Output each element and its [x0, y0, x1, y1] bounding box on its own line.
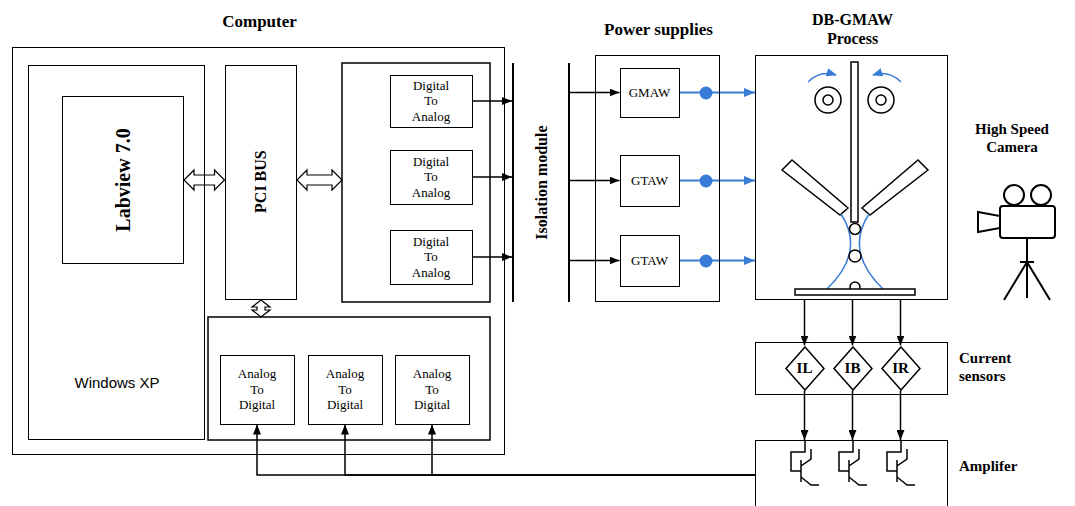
supply-box: GMAW [620, 68, 680, 118]
transistor-symbol [791, 440, 915, 485]
box-label: IL [797, 359, 813, 377]
bus-arrow [252, 300, 270, 317]
adc-box: Analog To Digital [308, 355, 383, 425]
dac-box: Digital To Analog [390, 75, 473, 128]
box-heading: Amplifer [959, 457, 1049, 475]
bus-arrow [297, 170, 342, 190]
connector [852, 391, 854, 441]
isolation-band: Isolation module [512, 63, 570, 302]
connector [804, 300, 806, 346]
box-label: Analog To Digital [231, 366, 283, 413]
connector [900, 391, 902, 441]
box-label: PCI BUS [251, 151, 270, 214]
box-label: Digital To Analog [405, 78, 457, 125]
dac-box: Digital To Analog [390, 150, 473, 205]
box-heading: DB-GMAW Process [794, 10, 911, 48]
connector [680, 260, 756, 262]
power-supply-box: Power suppliesGMAWGTAWGTAW [595, 55, 720, 302]
connector [804, 391, 806, 441]
output-dot [700, 87, 713, 268]
box-label: Labview 7.0 [111, 128, 135, 231]
connector [900, 300, 902, 346]
box-label: Analog To Digital [406, 366, 458, 413]
box-label: Digital To Analog [405, 154, 457, 201]
amplifier-box: Amplifer [755, 440, 948, 506]
adc-group [208, 317, 490, 440]
connector [852, 300, 854, 346]
box-heading: Computer [13, 12, 506, 32]
connector [680, 180, 756, 182]
connector [257, 425, 755, 476]
connector [432, 425, 755, 476]
box-heading: Power supplies [581, 20, 736, 40]
diamond-shape [882, 347, 920, 390]
box-label: GTAW [631, 173, 668, 189]
camera-label: High Speed Camera [962, 120, 1062, 156]
adc-box: Analog To Digital [395, 355, 470, 425]
box-label: Digital To Analog [405, 234, 457, 281]
camera-icon [978, 185, 1055, 300]
bus-box: PCI BUS [225, 65, 297, 300]
box-label: Isolation module [531, 125, 550, 239]
connector [473, 256, 513, 258]
sensor-diamond: IB [833, 346, 873, 391]
supply-box: GTAW [620, 155, 680, 207]
software-box: Labview 7.0 [62, 96, 184, 264]
process-box: DB-GMAW Process [755, 55, 948, 300]
os-box: Windows XP Labview 7.0 [28, 65, 205, 440]
dac-group [342, 63, 490, 302]
computer-box: ComputerWindows XPLabview 7.0PCI BUSDigi… [12, 47, 505, 455]
diamond-shape [834, 347, 872, 390]
connector [680, 92, 756, 94]
box-label: GMAW [629, 85, 671, 101]
supply-box: GTAW [620, 235, 680, 287]
box-label: Analog To Digital [319, 366, 371, 413]
connector [345, 425, 755, 476]
welding-process [782, 62, 928, 295]
dac-box: Digital To Analog [390, 230, 473, 285]
sensor-box: Current sensorsILIBIR [755, 342, 948, 395]
box-label: GTAW [631, 253, 668, 269]
sensor-diamond: IR [881, 346, 921, 391]
box-heading: Current sensors [959, 349, 1041, 385]
box-label: IR [892, 359, 909, 377]
connector [473, 176, 513, 178]
sensor-diamond: IL [785, 346, 825, 391]
box-heading: Windows XP [29, 374, 206, 392]
connector [473, 100, 513, 102]
diamond-shape [786, 347, 824, 390]
adc-box: Analog To Digital [220, 355, 295, 425]
box-label: IB [845, 359, 861, 377]
